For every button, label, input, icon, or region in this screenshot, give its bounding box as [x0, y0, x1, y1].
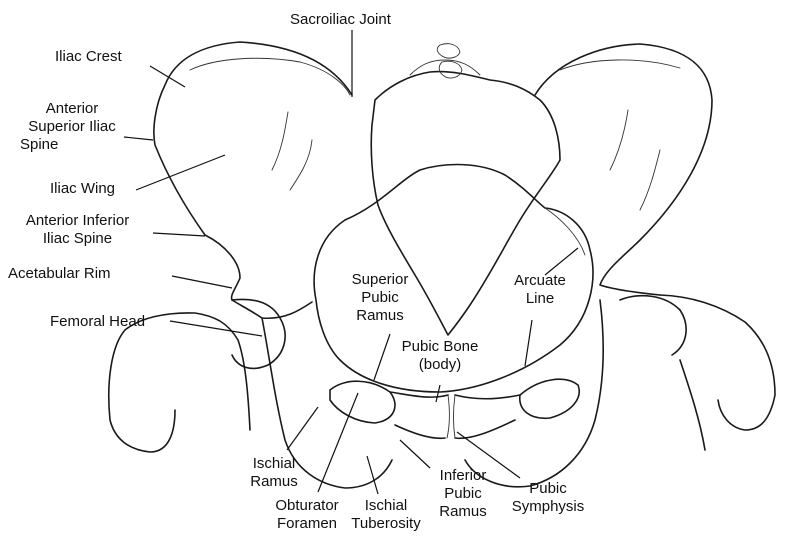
leader-femoral-head	[170, 321, 262, 336]
right-ilium-outline	[535, 44, 712, 295]
left-femur	[109, 313, 250, 452]
label-aiis-line-2: Iliac Spine	[5, 230, 150, 248]
label-anterior-superior-iliac-spine: Anterior Superior Iliac Spine	[14, 100, 130, 154]
right-ilium-detail	[610, 110, 660, 210]
leader-inferior-pubic-ramus	[400, 440, 430, 468]
label-of-line-1: Obturator	[266, 497, 348, 515]
label-ps-line-2: Symphysis	[503, 498, 593, 516]
label-acetabular-rim: Acetabular Rim	[8, 265, 111, 283]
right-crest-inner	[560, 60, 680, 70]
label-ischial-ramus: Ischial Ramus	[244, 455, 304, 491]
right-pubic-body	[455, 395, 520, 438]
label-asis-line-2: Superior Iliac	[14, 118, 130, 136]
pubic-symphysis-line	[447, 395, 455, 438]
leader-ischial-tuberosity	[367, 456, 378, 494]
label-it-line-1: Ischial	[345, 497, 427, 515]
left-femoral-head	[232, 299, 285, 368]
label-spr-line-3: Ramus	[340, 307, 420, 325]
label-iliac-wing: Iliac Wing	[50, 180, 115, 198]
label-pubic-symphysis: Pubic Symphysis	[503, 480, 593, 516]
label-of-line-2: Foramen	[266, 515, 348, 533]
sacrum-vertebra	[437, 44, 460, 58]
label-inferior-pubic-ramus: Inferior Pubic Ramus	[428, 467, 498, 521]
leader-superior-pubic-ramus	[374, 334, 390, 380]
right-obturator-foramen	[520, 379, 579, 418]
label-ipr-line-3: Ramus	[428, 503, 498, 521]
leader-arcuate-line	[545, 248, 578, 275]
label-anterior-inferior-iliac-spine: Anterior Inferior Iliac Spine	[5, 212, 150, 248]
label-ps-line-1: Pubic	[503, 480, 593, 498]
leader-iliac-crest	[150, 66, 185, 87]
sacrum-top	[410, 60, 480, 75]
leader-pubic-bone-body	[436, 385, 440, 402]
left-ilium-outline	[154, 42, 352, 318]
leader-obturator-foramen	[318, 393, 358, 492]
label-ipr-line-1: Inferior	[428, 467, 498, 485]
label-spr-line-2: Pubic	[340, 289, 420, 307]
label-aiis-line-1: Anterior Inferior	[5, 212, 150, 230]
left-ilium-detail	[272, 112, 312, 190]
label-ir-line-1: Ischial	[244, 455, 304, 473]
leader-arcuate-line-2	[525, 320, 532, 366]
label-femoral-head: Femoral Head	[50, 313, 145, 331]
label-sacroiliac-joint: Sacroiliac Joint	[290, 11, 391, 29]
label-asis-line-1: Anterior	[14, 100, 130, 118]
leader-ischial-ramus	[287, 407, 318, 450]
left-obturator-foramen	[330, 381, 395, 423]
right-ischium	[465, 300, 603, 487]
label-obturator-foramen: Obturator Foramen	[266, 497, 348, 533]
label-arcuate-line-2: Line	[505, 290, 575, 308]
leader-iliac-wing	[136, 155, 225, 190]
label-ir-line-2: Ramus	[244, 473, 304, 491]
label-superior-pubic-ramus: Superior Pubic Ramus	[340, 271, 420, 325]
label-pubic-bone-body: Pubic Bone (body)	[392, 338, 488, 374]
label-pbb-line-1: Pubic Bone	[392, 338, 488, 356]
label-it-line-2: Tuberosity	[345, 515, 427, 533]
label-pbb-line-2: (body)	[392, 356, 488, 374]
label-ipr-line-2: Pubic	[428, 485, 498, 503]
leader-aiis	[153, 233, 205, 236]
left-pubic-body	[390, 392, 448, 438]
label-arcuate-line-1: Arcuate	[505, 272, 575, 290]
label-arcuate-line: Arcuate Line	[505, 272, 575, 308]
label-ischial-tuberosity: Ischial Tuberosity	[345, 497, 427, 533]
label-asis-line-3: Spine	[14, 136, 130, 154]
label-iliac-crest: Iliac Crest	[55, 48, 122, 66]
leader-acetabular-rim	[172, 276, 232, 288]
sacrum-vertebra-2	[439, 61, 462, 78]
right-femur	[660, 295, 775, 450]
right-femoral-head	[620, 296, 686, 355]
left-crest-inner	[190, 58, 350, 95]
label-spr-line-1: Superior	[340, 271, 420, 289]
